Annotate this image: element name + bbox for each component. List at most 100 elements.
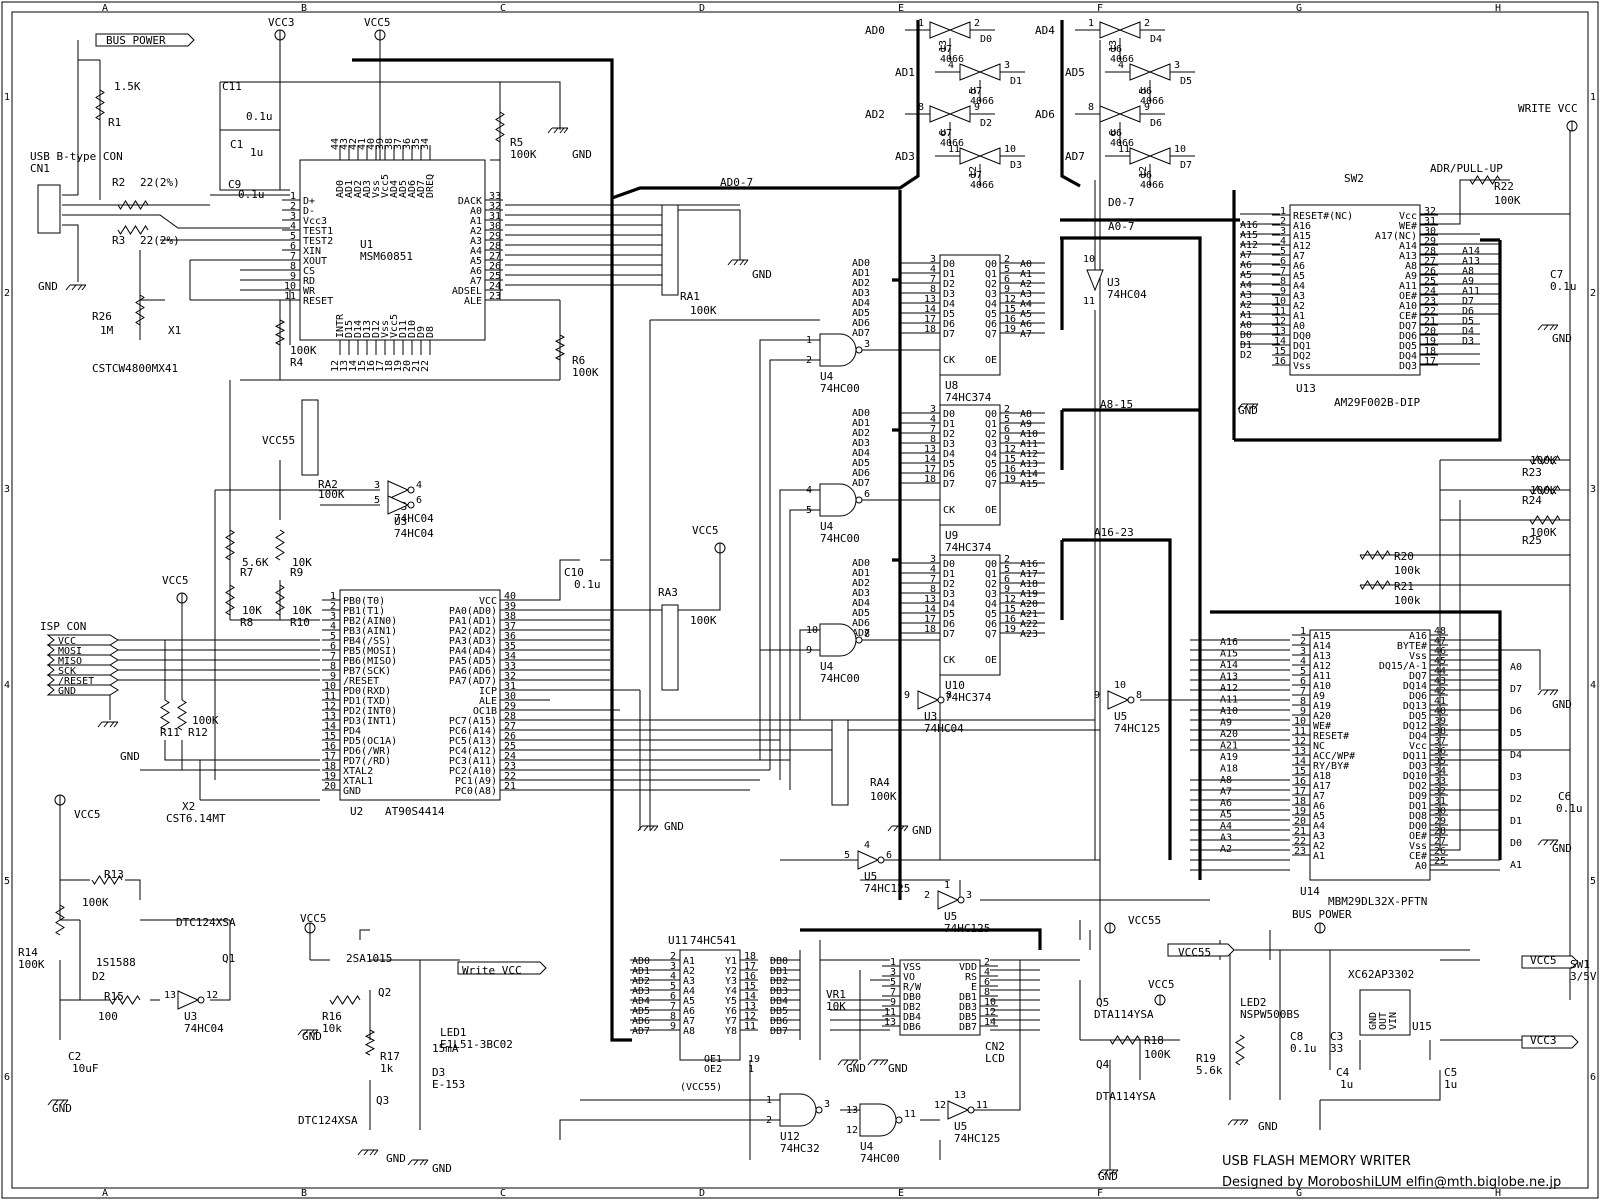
pin-number: 10 bbox=[284, 281, 296, 292]
component-ref: R13 bbox=[104, 868, 124, 881]
pin-name: A5 bbox=[470, 256, 482, 267]
pin-number: 36 bbox=[504, 631, 516, 642]
vcc55-flag: VCC55 bbox=[1178, 946, 1211, 959]
net-label: AD3 bbox=[852, 288, 870, 299]
component-part: 1S1588 bbox=[96, 956, 136, 969]
resistor-array-symbol bbox=[831, 719, 849, 806]
net-label: D5 bbox=[1462, 316, 1474, 327]
pin-name: ACC/WP# bbox=[1313, 751, 1355, 762]
component-ref: R9 bbox=[290, 566, 303, 579]
net-label: D6 bbox=[1462, 306, 1474, 317]
pin-number: 8 bbox=[918, 102, 924, 113]
pin-number: 13 bbox=[1274, 326, 1286, 337]
pin-name: AD6 bbox=[407, 180, 418, 198]
pin-number: 3 bbox=[374, 480, 380, 491]
pin-number: 13 bbox=[339, 360, 350, 372]
pin-number: 5 bbox=[1004, 264, 1010, 275]
pin-name: D7 bbox=[943, 329, 955, 340]
pin-name: OE# bbox=[1409, 831, 1427, 842]
pin-number: 30 bbox=[1424, 226, 1436, 237]
isp-con-label: ISP CON bbox=[40, 620, 86, 633]
resistor-array-symbol bbox=[661, 604, 679, 691]
chip-part-u11: 74HC541 bbox=[690, 934, 736, 947]
pin-number: 22 bbox=[420, 360, 431, 372]
inverter-symbol bbox=[1086, 269, 1104, 292]
pin-number: 10 bbox=[1004, 144, 1016, 155]
component-value: 100k bbox=[1394, 594, 1421, 607]
pin-number: 9 bbox=[806, 645, 812, 656]
pin-name: DB4 bbox=[903, 1012, 921, 1023]
pin-number: 2 bbox=[1144, 18, 1150, 29]
pin-name: AD2 bbox=[353, 180, 364, 198]
resistor-symbol bbox=[117, 200, 149, 210]
pin-number: 20 bbox=[324, 781, 336, 792]
pin-name: DACK bbox=[458, 196, 482, 207]
gate-ref: U4 bbox=[820, 660, 834, 673]
resistor-symbol bbox=[1359, 550, 1391, 560]
chip-ref-u15: U15 bbox=[1412, 1020, 1432, 1033]
pin-number: 10 bbox=[324, 681, 336, 692]
grid-col-label: C bbox=[500, 3, 506, 14]
nand-gate-symbol bbox=[779, 1093, 817, 1127]
switch-output-label: D4 bbox=[1150, 34, 1162, 45]
pin-number: 5 bbox=[844, 850, 850, 861]
grid-col-label: E bbox=[898, 3, 904, 14]
ground-symbol bbox=[837, 1059, 859, 1066]
pin-name: DQ5 bbox=[1409, 711, 1427, 722]
pin-number: 1 bbox=[890, 957, 896, 968]
ground-symbol bbox=[727, 259, 749, 266]
component-ref: R4 bbox=[290, 356, 304, 369]
pin-name: A13 bbox=[1399, 251, 1417, 262]
resistor-symbol bbox=[160, 699, 170, 731]
net-label: DB3 bbox=[770, 986, 788, 997]
ground-symbol bbox=[1537, 839, 1559, 846]
component-part: 3/5V CHANGE bbox=[1570, 970, 1600, 983]
pin-number: 3 bbox=[670, 961, 676, 972]
pin-name: Vcc bbox=[1399, 211, 1417, 222]
pin-name: Q1 bbox=[985, 269, 997, 280]
net-label: A8 bbox=[1220, 775, 1232, 786]
pin-number: 3 bbox=[890, 967, 896, 978]
pin-name: CS bbox=[303, 266, 315, 277]
net-label: AD5 bbox=[852, 608, 870, 619]
pin-name: PA7(AD7) bbox=[449, 676, 497, 687]
write-vcc-flag-symbol bbox=[457, 961, 547, 975]
chip-part-u14: MBM29DL32X-PFTN bbox=[1328, 895, 1427, 908]
component-ref: R24 bbox=[1522, 494, 1542, 507]
pin-number: 39 bbox=[1434, 716, 1446, 727]
pin-number: 12 bbox=[1138, 166, 1149, 178]
component-ref: C1 bbox=[230, 138, 243, 151]
pin-name: Q3 bbox=[985, 289, 997, 300]
pin-number: 17 bbox=[375, 360, 386, 372]
pin-number: 12 bbox=[1004, 444, 1016, 455]
pin-number: 9 bbox=[974, 102, 980, 113]
net-label: D4 bbox=[1462, 326, 1474, 337]
pin-name: PC7(A15) bbox=[449, 716, 497, 727]
pin-name: Y7 bbox=[725, 1016, 737, 1027]
pin-number: 3 bbox=[1004, 60, 1010, 71]
net-label: D7 bbox=[1462, 296, 1474, 307]
gnd-label-12: GND bbox=[302, 1030, 322, 1043]
pin-number: 32 bbox=[489, 201, 501, 212]
switch-input-label: AD1 bbox=[895, 66, 915, 79]
net-label: D2 bbox=[1240, 350, 1252, 361]
pin-number: 12 bbox=[744, 1011, 756, 1022]
pin-name: A6 bbox=[1293, 261, 1305, 272]
net-label: A12 bbox=[1020, 449, 1038, 460]
gate-ref: U5 bbox=[944, 910, 957, 923]
pin-number: 2 bbox=[1300, 636, 1306, 647]
chip-ref-u8: U8 bbox=[945, 379, 958, 392]
pin-number: 43 bbox=[339, 138, 350, 150]
component-value: 10K bbox=[242, 604, 262, 617]
resistor-symbol bbox=[1469, 175, 1501, 185]
component-ref: LED2 bbox=[1240, 996, 1267, 1009]
resistor-symbol bbox=[135, 294, 145, 326]
pin-name: Vss bbox=[1293, 361, 1311, 372]
net-label: A10 bbox=[1020, 429, 1038, 440]
net-label: A11 bbox=[1462, 286, 1480, 297]
inversion-bubble bbox=[895, 1116, 903, 1124]
net-label: A7 bbox=[1240, 250, 1252, 261]
pin-name: XOUT bbox=[303, 256, 327, 267]
pin-name: /RESET bbox=[343, 676, 379, 687]
pin-number: 31 bbox=[1434, 796, 1446, 807]
